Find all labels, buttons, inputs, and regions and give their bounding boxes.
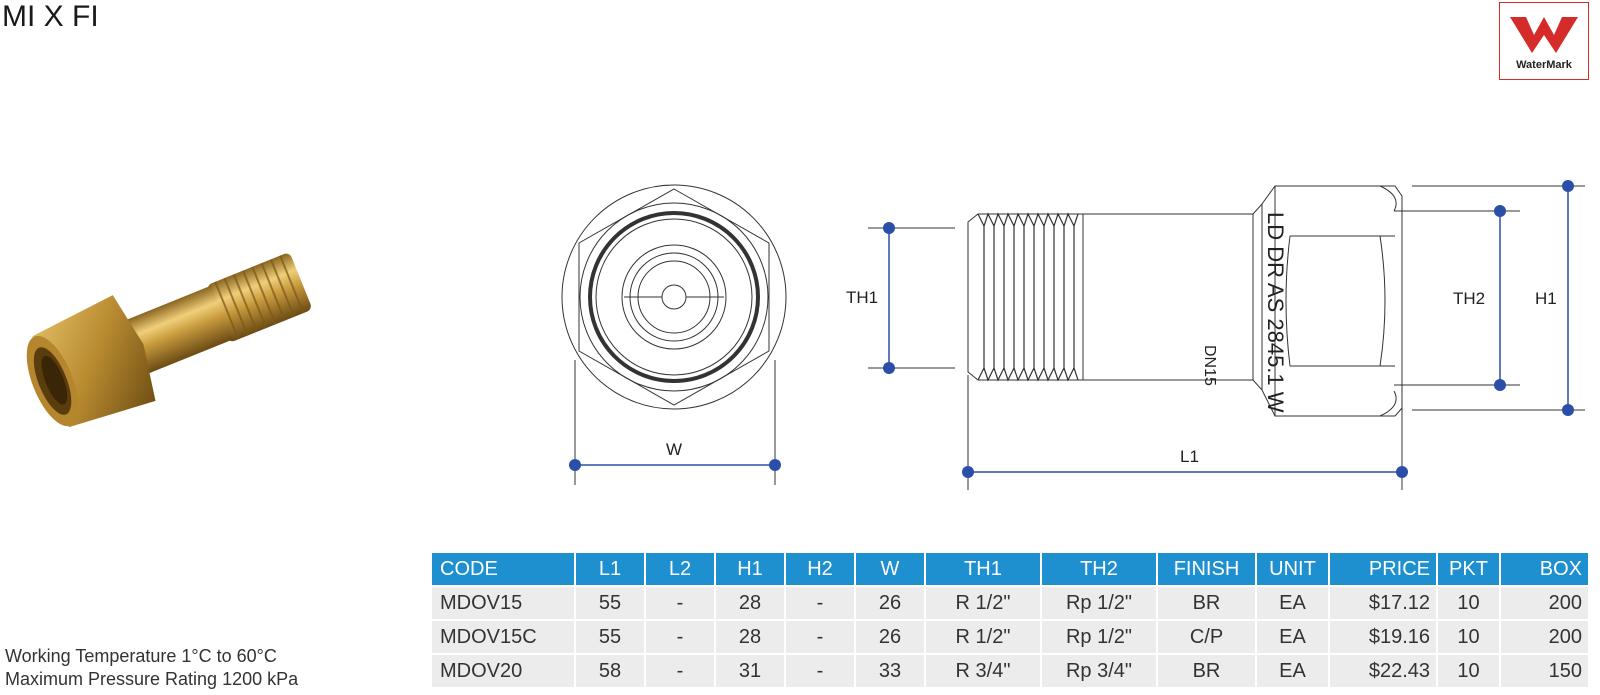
specs-block: Working Temperature 1°C to 60°C Maximum … <box>5 645 298 691</box>
th-code: CODE <box>432 553 574 585</box>
product-table: CODE L1 L2 H1 H2 W TH1 TH2 FINISH UNIT P… <box>430 551 1590 689</box>
cell-code: MDOV20 <box>432 655 574 687</box>
cell-box: 200 <box>1501 621 1588 653</box>
cell-l1: 55 <box>576 621 644 653</box>
cell-l2: - <box>646 621 714 653</box>
table-row: MDOV15 55 - 28 - 26 R 1/2" Rp 1/2" BR EA… <box>432 587 1588 619</box>
l1-dimension: L1 <box>962 375 1408 490</box>
cell-h2: - <box>786 621 854 653</box>
technical-drawing: W LD DR AS 2845.1 W DN15 <box>561 180 1585 490</box>
cell-unit: EA <box>1257 621 1328 653</box>
side-view <box>967 185 1403 417</box>
cell-th1: R 3/4" <box>926 655 1040 687</box>
cell-w: 33 <box>856 655 924 687</box>
cell-unit: EA <box>1257 655 1328 687</box>
page-title: MI X FI <box>2 0 99 33</box>
cell-w: 26 <box>856 587 924 619</box>
cell-pkt: 10 <box>1438 655 1499 687</box>
end-view <box>561 184 787 410</box>
th-price: PRICE <box>1330 553 1436 585</box>
cell-h2: - <box>786 587 854 619</box>
w-dimension: W <box>569 360 781 485</box>
th-box: BOX <box>1501 553 1588 585</box>
product-photo <box>26 253 311 428</box>
th-h1: H1 <box>716 553 784 585</box>
th-finish: FINISH <box>1158 553 1255 585</box>
cell-box: 200 <box>1501 587 1588 619</box>
body-marking-small: DN15 <box>1201 345 1218 386</box>
cell-h2: - <box>786 655 854 687</box>
th-w: W <box>856 553 924 585</box>
th-h2: H2 <box>786 553 854 585</box>
body-marking: LD DR AS 2845.1 W <box>1263 212 1288 413</box>
cell-box: 150 <box>1501 655 1588 687</box>
th1-dimension: TH1 <box>846 222 955 374</box>
th-th1: TH1 <box>926 553 1040 585</box>
cell-l1: 55 <box>576 587 644 619</box>
th-th2: TH2 <box>1042 553 1156 585</box>
h1-dimension: H1 <box>1412 180 1585 416</box>
cell-h1: 28 <box>716 587 784 619</box>
cell-l2: - <box>646 655 714 687</box>
label-w: W <box>666 440 682 459</box>
cell-l1: 58 <box>576 655 644 687</box>
th-l2: L2 <box>646 553 714 585</box>
cell-price: $17.12 <box>1330 587 1436 619</box>
label-h1: H1 <box>1535 289 1557 308</box>
working-temperature: Working Temperature 1°C to 60°C <box>5 646 277 666</box>
cell-h1: 28 <box>716 621 784 653</box>
cell-code: MDOV15 <box>432 587 574 619</box>
th-unit: UNIT <box>1257 553 1328 585</box>
cell-th1: R 1/2" <box>926 587 1040 619</box>
cell-th1: R 1/2" <box>926 621 1040 653</box>
max-pressure: Maximum Pressure Rating 1200 kPa <box>5 669 299 689</box>
cell-price: $19.16 <box>1330 621 1436 653</box>
cell-code: MDOV15C <box>432 621 574 653</box>
table-row: MDOV20 58 - 31 - 33 R 3/4" Rp 3/4" BR EA… <box>432 655 1588 687</box>
cell-th2: Rp 3/4" <box>1042 655 1156 687</box>
cell-finish: BR <box>1158 655 1255 687</box>
cell-h1: 31 <box>716 655 784 687</box>
cell-pkt: 10 <box>1438 621 1499 653</box>
label-l1: L1 <box>1180 447 1199 466</box>
th-pkt: PKT <box>1438 553 1499 585</box>
table-row: MDOV15C 55 - 28 - 26 R 1/2" Rp 1/2" C/P … <box>432 621 1588 653</box>
label-th1: TH1 <box>846 288 878 307</box>
cell-pkt: 10 <box>1438 587 1499 619</box>
cell-unit: EA <box>1257 587 1328 619</box>
cell-th2: Rp 1/2" <box>1042 587 1156 619</box>
label-th2: TH2 <box>1453 289 1485 308</box>
watermark-logo: WaterMark <box>1499 2 1589 80</box>
cell-th2: Rp 1/2" <box>1042 621 1156 653</box>
th2-dimension: TH2 <box>1394 205 1520 391</box>
cell-finish: BR <box>1158 587 1255 619</box>
logo-text: WaterMark <box>1516 59 1572 71</box>
cell-l2: - <box>646 587 714 619</box>
watermark-w-icon <box>1510 17 1578 53</box>
table-header-row: CODE L1 L2 H1 H2 W TH1 TH2 FINISH UNIT P… <box>432 553 1588 585</box>
cell-w: 26 <box>856 621 924 653</box>
cell-finish: C/P <box>1158 621 1255 653</box>
th-l1: L1 <box>576 553 644 585</box>
cell-price: $22.43 <box>1330 655 1436 687</box>
